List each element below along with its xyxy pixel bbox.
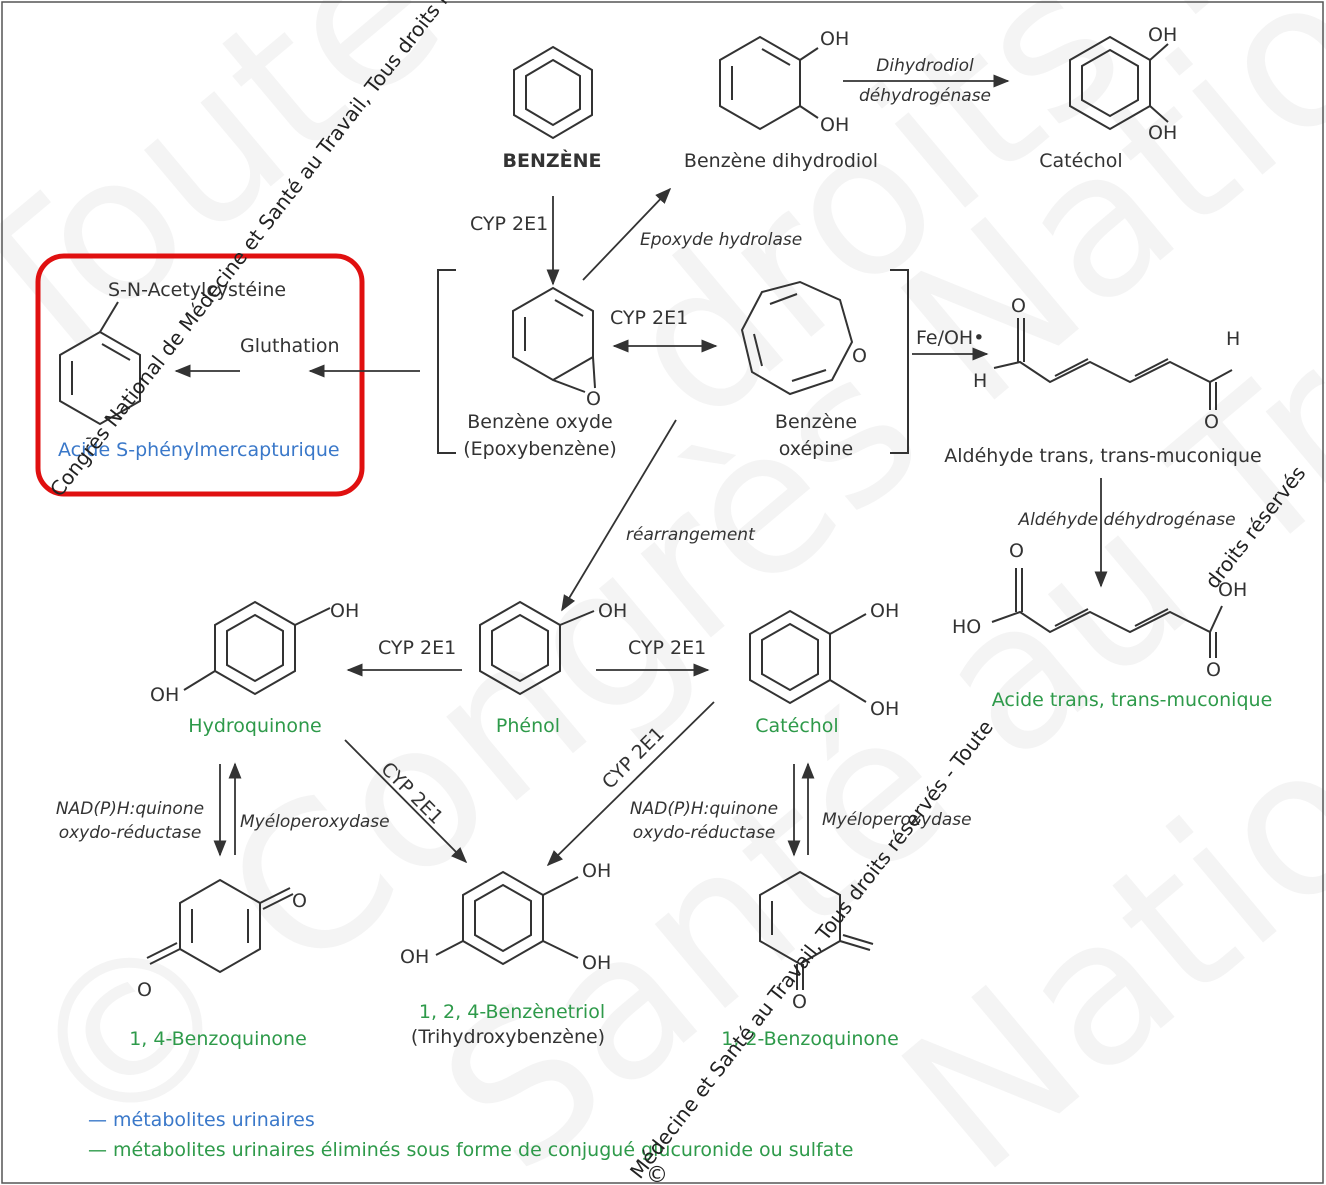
phenol-structure [479, 600, 595, 696]
enzyme-epoxyde-hydrolase: Epoxyde hydrolase [640, 230, 802, 250]
phenol-label: Phénol [496, 715, 560, 737]
catechol-top-structure [1069, 35, 1169, 131]
bracket-right [890, 269, 909, 454]
muconaldehyde-o-2: O [1204, 411, 1219, 433]
enzyme-nqo-1a: NAD(P)H:quinone [56, 799, 204, 819]
muconaldehyde-structure [993, 318, 1233, 410]
benzoquinone-12-label: 1, 2-Benzoquinone [721, 1028, 899, 1050]
benzene-dihydrodiol-label: Benzène dihydrodiol [684, 150, 878, 172]
hydroquinone-oh-2: OH [150, 684, 179, 706]
benzoquinone-14-label: 1, 4-Benzoquinone [129, 1028, 307, 1050]
muconic-acid-label: Acide trans, trans-muconique [992, 689, 1273, 711]
watermark-copyright: © [646, 1163, 668, 1185]
benzenetriol-oh-3: OH [400, 946, 429, 968]
catechol-mid-label: Catéchol [755, 715, 838, 737]
oxepine-label-2: oxépine [779, 438, 853, 460]
catechol-mid-oh-2: OH [870, 698, 899, 720]
muconic-o-1: O [1009, 540, 1024, 562]
benzene-structure [513, 45, 593, 140]
oxide-o: O [586, 388, 601, 410]
muconaldehyde-label: Aldéhyde trans, trans-muconique [944, 445, 1261, 467]
muconaldehyde-h-1: H [973, 370, 987, 392]
benzoquinone-14-structure [146, 878, 294, 974]
enzyme-dihydrodiol-2: déhydrogénase [859, 86, 991, 106]
muconic-oh: OH [1218, 579, 1247, 601]
arrow-oxide-to-phenol [561, 419, 677, 612]
catechol-mid-structure [749, 609, 867, 705]
enzyme-nqo-2a: NAD(P)H:quinone [630, 799, 778, 819]
legend-conjugated: — métabolites urinaires éliminés sous fo… [88, 1139, 853, 1161]
catechol-top-oh-1: OH [1148, 24, 1177, 46]
benzenetriol-oh-1: OH [582, 860, 611, 882]
benzoquinone-12-o-1: O [792, 991, 807, 1013]
benzene-oxide-label-2: (Epoxybenzène) [463, 438, 617, 460]
bracket-left [437, 269, 456, 454]
muconic-acid-structure [991, 568, 1223, 658]
enzyme-cyp-4: CYP 2E1 [628, 637, 706, 659]
dihydrodiol-oh-top: OH [820, 28, 849, 50]
benzene-oxide-structure [512, 286, 596, 393]
spma-structure [59, 301, 141, 426]
enzyme-aldehyde-dehydrogenase: Aldéhyde déhydrogénase [1017, 510, 1235, 530]
catechol-top-label: Catéchol [1039, 150, 1122, 172]
enzyme-cyp-1: CYP 2E1 [470, 213, 548, 235]
benzene-oxide-label-1: Benzène oxyde [467, 411, 612, 433]
arrow-catechol-to-benzenetriol [546, 701, 715, 867]
enzyme-mpo-1: Myéloperoxydase [240, 812, 390, 832]
oxepine-label-1: Benzène [775, 411, 857, 433]
catechol-mid-oh-1: OH [870, 600, 899, 622]
arrow-oxide-to-dihydrodiol [582, 187, 672, 281]
arrow-hydroquinone-to-benzenetriol [344, 739, 468, 864]
benzenetriol-oh-2: OH [582, 952, 611, 974]
benzoquinone-14-o-2: O [137, 979, 152, 1001]
gluthation-label: Gluthation [240, 335, 340, 357]
benzene-dihydrodiol-structure [719, 35, 819, 131]
phenol-oh: OH [598, 600, 627, 622]
hydroquinone-structure [183, 600, 331, 696]
enzyme-dihydrodiol-1: Dihydrodiol [876, 56, 974, 76]
dihydrodiol-oh-bottom: OH [820, 114, 849, 136]
enzyme-cyp-3: CYP 2E1 [378, 637, 456, 659]
spma-highlight-box [35, 253, 365, 497]
enzyme-mpo-2: Myéloperoxydase [822, 810, 972, 830]
hydroquinone-oh-1: OH [330, 600, 359, 622]
sn-acetyl-label: S-N-Acetylcystéine [108, 279, 286, 301]
enzyme-rearrangement: réarrangement [626, 525, 756, 545]
benzenetriol-label-1: 1, 2, 4-Benzènetriol [419, 1001, 605, 1023]
spma-label: Acide S-phénylmercapturique [58, 439, 340, 461]
benzoquinone-12-structure [759, 870, 874, 990]
legend-urinary: — métabolites urinaires [88, 1109, 315, 1131]
oxepine-o: O [852, 345, 867, 367]
enzyme-cyp-2: CYP 2E1 [610, 307, 688, 329]
reagent-fe-oh: Fe/OH• [916, 327, 984, 349]
oxepine-structure [740, 280, 854, 396]
hydroquinone-label: Hydroquinone [188, 715, 321, 737]
enzyme-nqo-1b: oxydo-réductase [59, 823, 202, 843]
enzyme-nqo-2b: oxydo-réductase [633, 823, 776, 843]
benzenetriol-structure [435, 870, 579, 966]
muconaldehyde-h-2: H [1226, 328, 1240, 350]
muconaldehyde-o-1: O [1011, 295, 1026, 317]
catechol-top-oh-2: OH [1148, 122, 1177, 144]
muconic-o-2: O [1206, 659, 1221, 681]
muconic-ho: HO [952, 616, 981, 638]
benzene-label: BENZÈNE [503, 149, 602, 172]
benzoquinone-14-o-1: O [292, 890, 307, 912]
benzenetriol-label-2: (Trihydroxybenzène) [411, 1026, 605, 1048]
